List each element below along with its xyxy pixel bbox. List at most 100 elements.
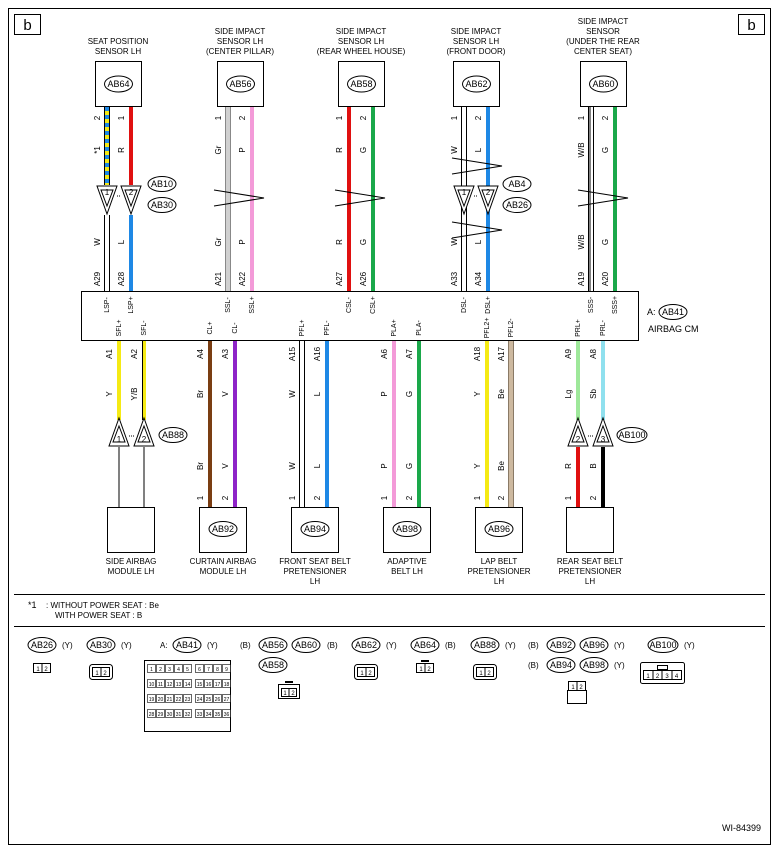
pin-seatpos-2: 1: [117, 115, 126, 120]
cm-signal-pfl-plus: PFL+: [299, 320, 306, 337]
terminal-a2: A2: [130, 349, 139, 359]
terminal-a4: A4: [196, 349, 205, 359]
ab41-pin-cell: [213, 709, 222, 718]
module-curtain-pin-1: 1: [196, 495, 205, 500]
terminal-a9: A9: [564, 349, 573, 359]
legend-oval-ab60: [291, 637, 321, 653]
sensor-box-seatpos: [95, 61, 142, 107]
ab88-pin2-label: 2: [142, 435, 147, 444]
ab41-pin-cell: [165, 709, 174, 718]
sensor-seatpos-name2: SENSOR LH: [95, 47, 141, 56]
legend-ab92-prefix: (B): [528, 641, 539, 650]
cm-signal-cl-plus: CL+: [207, 321, 214, 334]
module-rear-pin-2: 2: [589, 495, 598, 500]
upper-color-a26: G: [359, 239, 368, 245]
legend-ab26-pin2: 2: [44, 667, 48, 673]
ab41-pin-cell: [174, 664, 183, 673]
lower-color-a7: G: [405, 391, 414, 397]
corner-box-left: [14, 14, 41, 35]
legend-ab64-color: (B): [445, 641, 456, 650]
module-adaptive-pin-1: 1: [380, 495, 389, 500]
inline-connector-ab4-ab26: [453, 185, 499, 216]
inline-connector-ab88: [108, 416, 155, 447]
ab100-pin2-inner: [571, 424, 585, 443]
module-front-name1: FRONT SEAT BELT: [279, 557, 351, 566]
inline-connector-ab30-label: AB30: [151, 200, 173, 210]
legend-oval-ab88: [470, 637, 500, 653]
ab41-pin-number: 19: [149, 697, 155, 703]
module-front-connector: AB94: [304, 524, 326, 534]
color-sifd-1: W: [450, 146, 459, 154]
legend-ab58-label: AB58: [262, 660, 284, 670]
terminal-a17: A17: [497, 346, 506, 361]
pin-sicp-1: 1: [214, 115, 223, 120]
legend-oval-ab96: [579, 637, 609, 653]
color-sirw-2: G: [359, 147, 368, 153]
inline-connector-ab26-label: AB26: [506, 200, 528, 210]
legend-ab64-pin1: 1: [419, 667, 423, 673]
ab41-pin-cell: [213, 664, 222, 673]
ab41-pin-cell: [204, 709, 213, 718]
module-box-lap-belt: [475, 507, 523, 553]
ab41-pin-number: 18: [224, 682, 230, 688]
twist-mark-sifd-lower: [451, 221, 503, 239]
ab41-pin-cell: [183, 679, 192, 688]
sensor-seatpos-name1: SEAT POSITION: [88, 37, 149, 46]
corner-label-right: b: [747, 17, 755, 34]
terminal-a28: A28: [117, 271, 126, 286]
terminal-a18: A18: [473, 346, 482, 361]
legend-ab62-pin1: 1: [360, 671, 364, 677]
legend-ab94-prefix: (B): [528, 661, 539, 670]
rear-wire-color-1: R: [564, 463, 573, 469]
cm-signal-ssl-minus: SSL-: [225, 297, 232, 313]
upper-color-a33: W: [450, 238, 459, 246]
legend-ab62-pin2: 2: [368, 671, 372, 677]
pin-sifd-2: 2: [474, 115, 483, 120]
color-sirw-1: R: [335, 147, 344, 153]
ab41-pin-number: 9: [225, 667, 228, 673]
ab41-pin-cell: [213, 694, 222, 703]
cm-signal-prl-minus: PRL-: [600, 319, 607, 336]
module-adaptive-pin-2: 2: [405, 495, 414, 500]
module-lap-pin-2: 2: [497, 495, 506, 500]
cm-signal-sfl-plus: SFL+: [116, 320, 123, 337]
sensor-sicp-name3: (CENTER PILLAR): [206, 47, 274, 56]
sensor-siurs-connector: AB60: [592, 79, 614, 89]
inline-connector-ab100-label: AB100: [618, 430, 645, 440]
legend-ab96-label: AB96: [583, 640, 605, 650]
lower-wires: [117, 341, 605, 508]
legend-ab60-label: AB60: [295, 640, 317, 650]
connector-oval-ab30: [147, 197, 177, 213]
sensor-siurs-name2: SENSOR: [586, 27, 620, 36]
lower-color-a3: V: [221, 391, 230, 397]
sensor-siurs-name3: (UNDER THE REAR: [566, 37, 640, 46]
lower-color-a16: L: [313, 391, 322, 396]
legend-ab41-label: AB41: [176, 640, 198, 650]
ab41-pin-number: 2: [159, 667, 162, 673]
sensor-sirw-connector: AB58: [350, 79, 372, 89]
legend-ab26-label: AB26: [31, 640, 53, 650]
cm-signal-lsp-minus: LSP-: [104, 297, 111, 313]
module-lap-name2: PRETENSIONER: [467, 567, 530, 576]
corner-box-right: [738, 14, 765, 35]
module-lap-name3: LH: [494, 577, 504, 586]
upper-color-a34: L: [474, 239, 483, 244]
ab41-pin-number: 36: [224, 712, 230, 718]
upper-color-a22: P: [238, 239, 247, 244]
legend-ab56-pin1: 1: [283, 691, 287, 697]
ab4-pin2-inner: [481, 189, 495, 208]
ab41-pin-number: 25: [206, 697, 212, 703]
module-curtain-color-2: V: [221, 463, 230, 469]
ab41-pin-number: 32: [185, 712, 191, 718]
ab41-pin-number: 13: [176, 682, 182, 688]
lower-color-a9: Lg: [564, 390, 573, 399]
ab41-pin-number: 4: [177, 667, 180, 673]
twist-mark-siurs: [577, 189, 629, 207]
pin-sicp-2: 2: [238, 115, 247, 120]
terminal-a16: A16: [313, 346, 322, 361]
module-adaptive-name2: BELT LH: [391, 567, 423, 576]
ab41-pin-cell: [222, 694, 231, 703]
ab41-pin-cell: [174, 709, 183, 718]
legend-oval-ab100: [647, 637, 679, 653]
sensor-seatpos-connector: AB64: [107, 79, 129, 89]
